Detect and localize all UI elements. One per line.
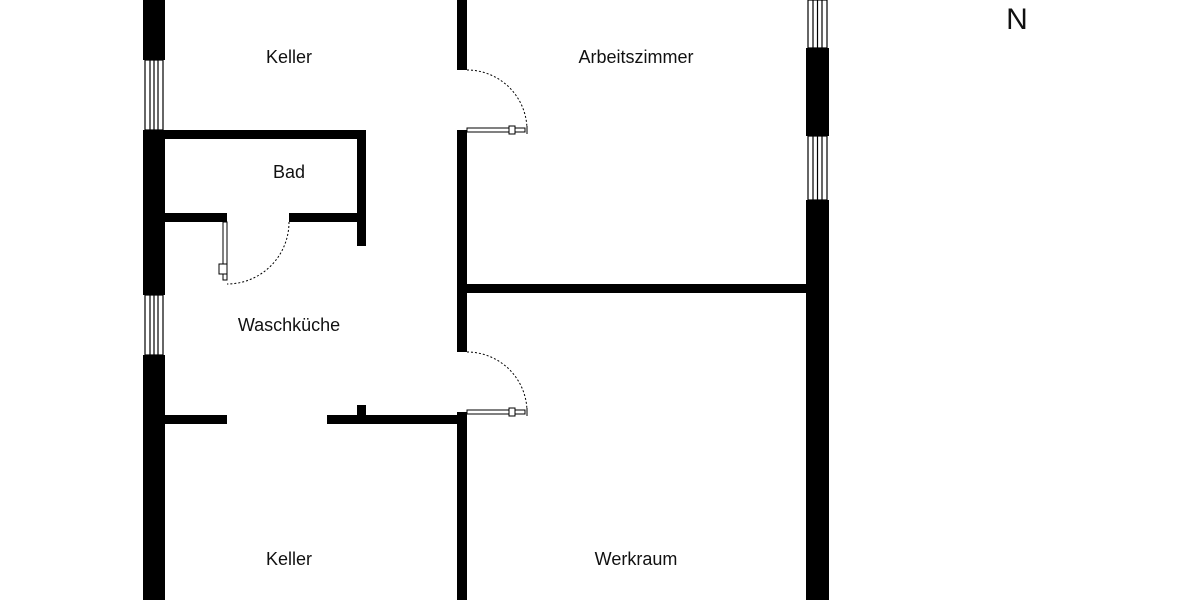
- east-wall: [806, 48, 829, 600]
- east-window-top: [807, 0, 828, 49]
- west-window-bottom: [144, 294, 164, 356]
- door-werkraum: [466, 351, 528, 417]
- room-label-werkraum: Werkraum: [595, 549, 678, 569]
- room-label-keller-bottom: Keller: [266, 549, 312, 569]
- wall-waschkueche-keller: [165, 405, 467, 424]
- central-partition: [457, 0, 467, 600]
- room-label-keller-top: Keller: [266, 47, 312, 67]
- door-arbeitszimmer: [466, 69, 528, 135]
- east-window-bottom: [807, 135, 828, 201]
- room-label-bad: Bad: [273, 162, 305, 182]
- room-label-waschkueche: Waschküche: [238, 315, 340, 335]
- room-label-arbeitszimmer: Arbeitszimmer: [578, 47, 693, 67]
- wall-arbeitszimmer-werkraum: [467, 284, 806, 293]
- north-indicator: N: [1006, 3, 1028, 36]
- west-wall: [143, 0, 165, 600]
- bad-walls: [165, 130, 366, 246]
- door-bad: [218, 221, 290, 285]
- west-window-top: [144, 59, 164, 131]
